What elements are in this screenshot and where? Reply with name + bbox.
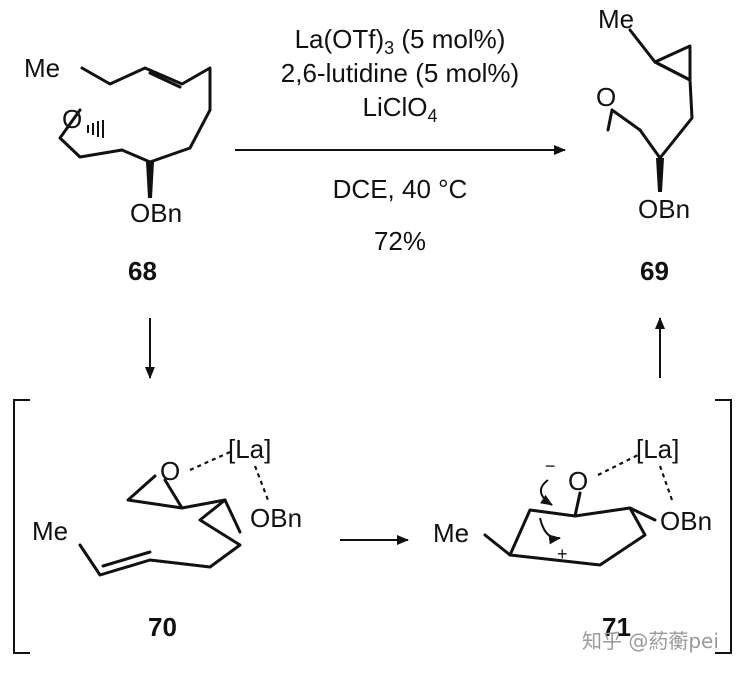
obn-label-69: OBn [638,194,690,224]
hash-wedge-68 [87,120,104,138]
alkoxide-o-71: O [568,466,588,496]
aldehyde-o-69: O [596,82,616,112]
minus-charge-71: − [545,456,556,476]
right-bracket [715,399,732,654]
obn-label-68: OBn [130,198,182,228]
compound-number-70: 70 [148,612,177,642]
me-label-70: Me [32,516,68,546]
reagent-line-3: LiClO4 [362,92,437,126]
me-label-68: Me [24,53,60,83]
reagent-line-4: DCE, 40 °C [333,174,468,204]
epoxide-o-70: O [160,456,180,486]
left-bracket [13,399,30,654]
compound-number-71: 71 [602,612,631,642]
reagent-line-1: La(OTf)3 (5 mol%) [295,24,506,58]
me-label-69: Me [598,4,634,34]
me-label-71: Me [433,518,469,548]
watermark-text: 知乎 @葯蘅pei [582,629,719,653]
reagent-line-2: 2,6-lutidine (5 mol%) [281,58,519,88]
compound-69-structure: Me O OBn [596,4,694,224]
obn-label-71: OBn [660,506,712,536]
la-label-70: [La] [228,434,271,464]
plus-charge-71: + [557,544,568,564]
intermediate-70-structure: O [La] OBn Me [32,434,302,577]
la-label-71: [La] [636,434,679,464]
obn-label-70: OBn [250,503,302,533]
compound-number-69: 69 [640,256,669,286]
epoxide-o-68: O [62,104,82,134]
yield-text: 72% [374,226,426,256]
compound-number-68: 68 [128,256,157,286]
intermediate-71-structure: − O [La] OBn Me + [433,434,712,567]
compound-68-structure: Me O OBn [24,53,212,228]
